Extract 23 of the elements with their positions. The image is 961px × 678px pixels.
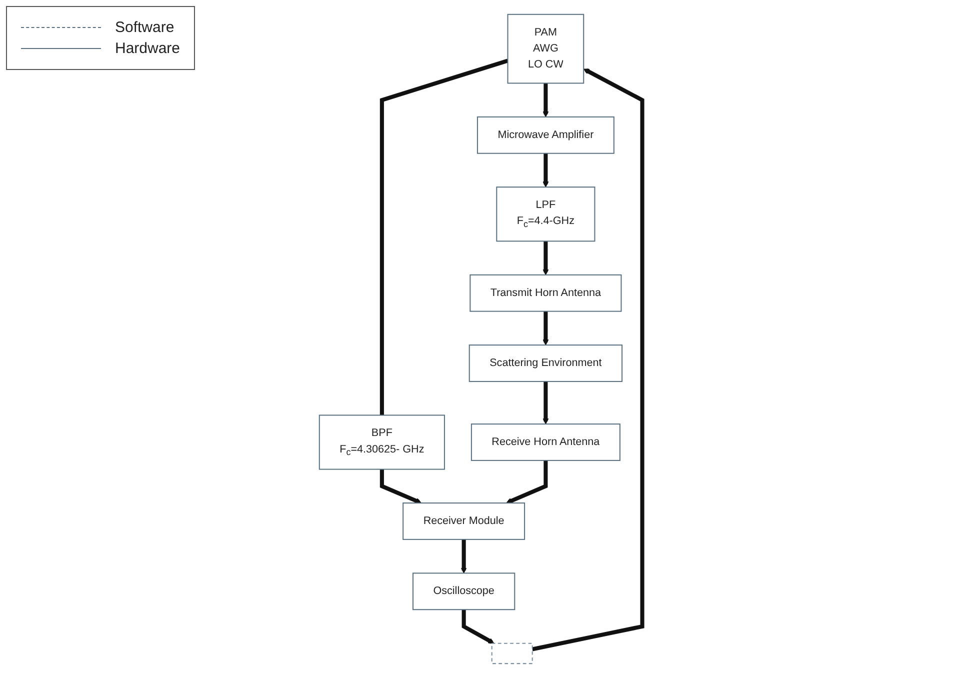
arrow — [461, 610, 494, 644]
arrow — [542, 241, 548, 276]
arrow — [460, 539, 466, 574]
arrow — [380, 469, 422, 504]
legend-label: Hardware — [115, 40, 180, 57]
node-box: LPF F$_{c}$=4.4-GHz — [496, 186, 595, 242]
node-box: Transmit Horn Antenna — [469, 274, 622, 312]
arrow — [542, 311, 548, 346]
node-box: Oscilloscope — [412, 572, 515, 610]
node-box — [491, 642, 532, 664]
arrow — [532, 68, 644, 652]
arrow — [542, 83, 548, 118]
connector — [380, 58, 508, 416]
arrow — [542, 382, 548, 424]
node-box: Receive Horn Antenna — [470, 424, 620, 461]
node-box: BPF F$_{c}$=4.30625- GHz — [318, 414, 445, 470]
legend-label: Software — [115, 19, 174, 36]
arrow — [542, 153, 548, 188]
node-box: Microwave Amplifier — [476, 116, 614, 154]
arrow — [506, 460, 548, 504]
node-box: Scattering Environment — [468, 344, 622, 382]
node-box: Receiver Module — [402, 502, 525, 540]
node-box: PAM AWG LO CW — [506, 14, 584, 84]
